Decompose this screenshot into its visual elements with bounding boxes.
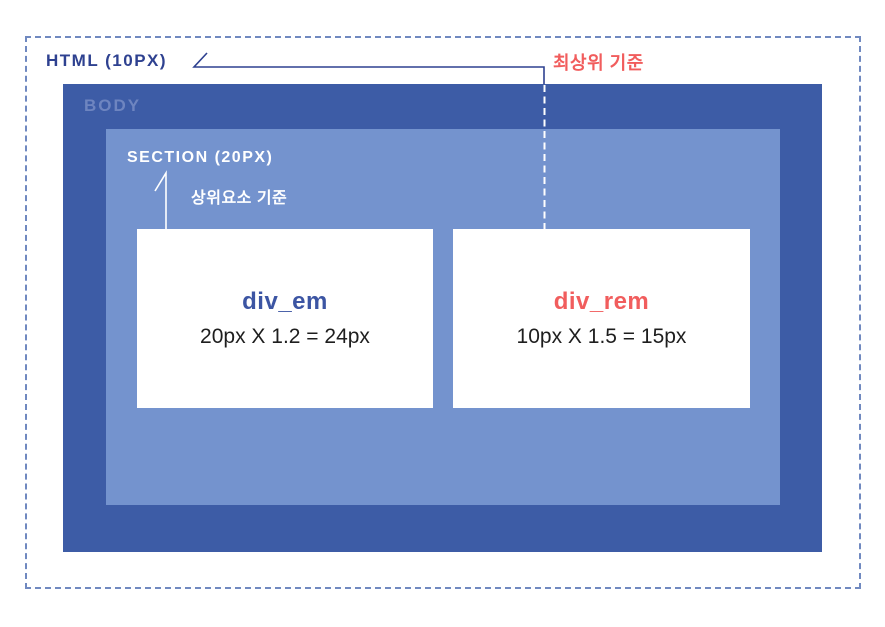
div-em-formula: 20px X 1.2 = 24px (200, 325, 370, 348)
div-rem-formula: 10px X 1.5 = 15px (516, 325, 687, 348)
div-rem-box: div_rem 10px X 1.5 = 15px (453, 229, 750, 408)
parent-reference-annotation: 상위요소 기준 (191, 190, 288, 207)
div-em-title: div_em (242, 288, 328, 315)
body-label: BODY (84, 96, 142, 115)
div-rem-title: div_rem (553, 288, 650, 315)
div-em-box: div_em 20px X 1.2 = 24px (137, 229, 433, 408)
html-root-box (25, 36, 861, 589)
html-label: HTML (10PX) (46, 51, 168, 70)
root-reference-annotation: 최상위 기준 (553, 53, 644, 73)
section-label: SECTION (20PX) (127, 149, 274, 166)
